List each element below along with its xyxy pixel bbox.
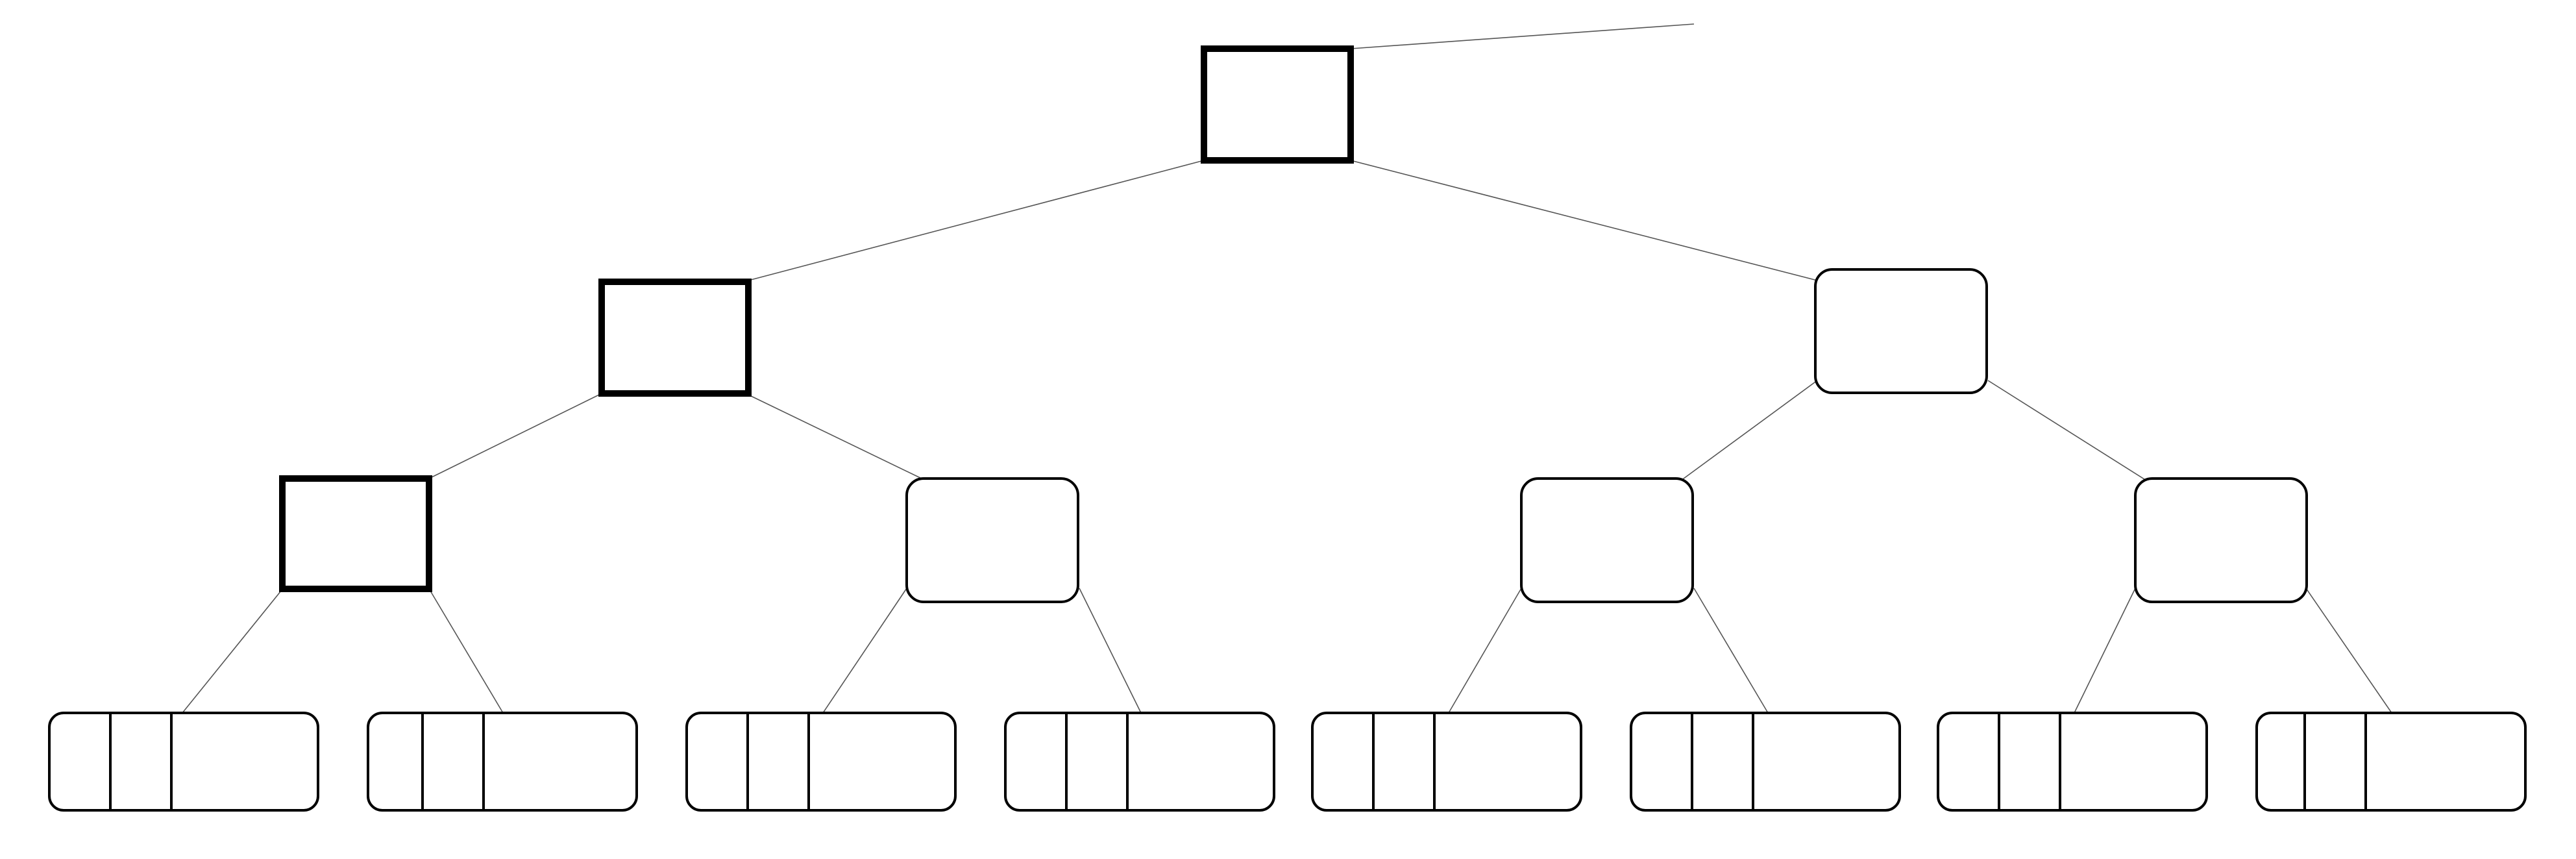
tree-edges xyxy=(182,23,2392,714)
edge-n4-left xyxy=(822,588,907,714)
edge-n4-right xyxy=(1079,588,1142,714)
leaf-node[interactable] xyxy=(1311,712,1582,812)
edge-n1-left xyxy=(430,394,600,479)
leaf-node[interactable] xyxy=(1630,712,1901,812)
leaf-node[interactable] xyxy=(48,712,319,812)
edge-n5-left xyxy=(1448,588,1522,714)
leaf-node[interactable] xyxy=(2255,712,2527,812)
leaf-node[interactable] xyxy=(1004,712,1275,812)
leaf-nodes xyxy=(48,712,2527,812)
edge-n5-right xyxy=(1693,588,1769,714)
edge-n3-left xyxy=(182,590,282,714)
tree-node-level1-right[interactable] xyxy=(1814,268,1988,394)
root-pointer-line xyxy=(1350,23,1695,49)
edge-n3-right xyxy=(430,590,504,714)
edge-root-right xyxy=(1350,160,1818,281)
tree-node-level2-c[interactable] xyxy=(1520,477,1694,603)
tree-node-level1-left[interactable] xyxy=(598,279,752,397)
edge-n6-left xyxy=(2074,588,2136,714)
leaf-node[interactable] xyxy=(685,712,957,812)
leaf-node[interactable] xyxy=(367,712,638,812)
tree-node-root[interactable] xyxy=(1201,45,1354,164)
edge-n2-right xyxy=(1987,380,2147,481)
edge-root-left xyxy=(748,160,1205,281)
tree-node-level2-d[interactable] xyxy=(2134,477,2308,603)
tree-node-level2-a[interactable] xyxy=(279,475,432,592)
edge-n6-right xyxy=(2305,588,2392,714)
edge-n1-right xyxy=(748,394,921,479)
edge-n2-left xyxy=(1680,380,1818,481)
leaf-node[interactable] xyxy=(1937,712,2208,812)
internal-nodes xyxy=(279,45,2308,603)
tree-node-level2-b[interactable] xyxy=(905,477,1079,603)
